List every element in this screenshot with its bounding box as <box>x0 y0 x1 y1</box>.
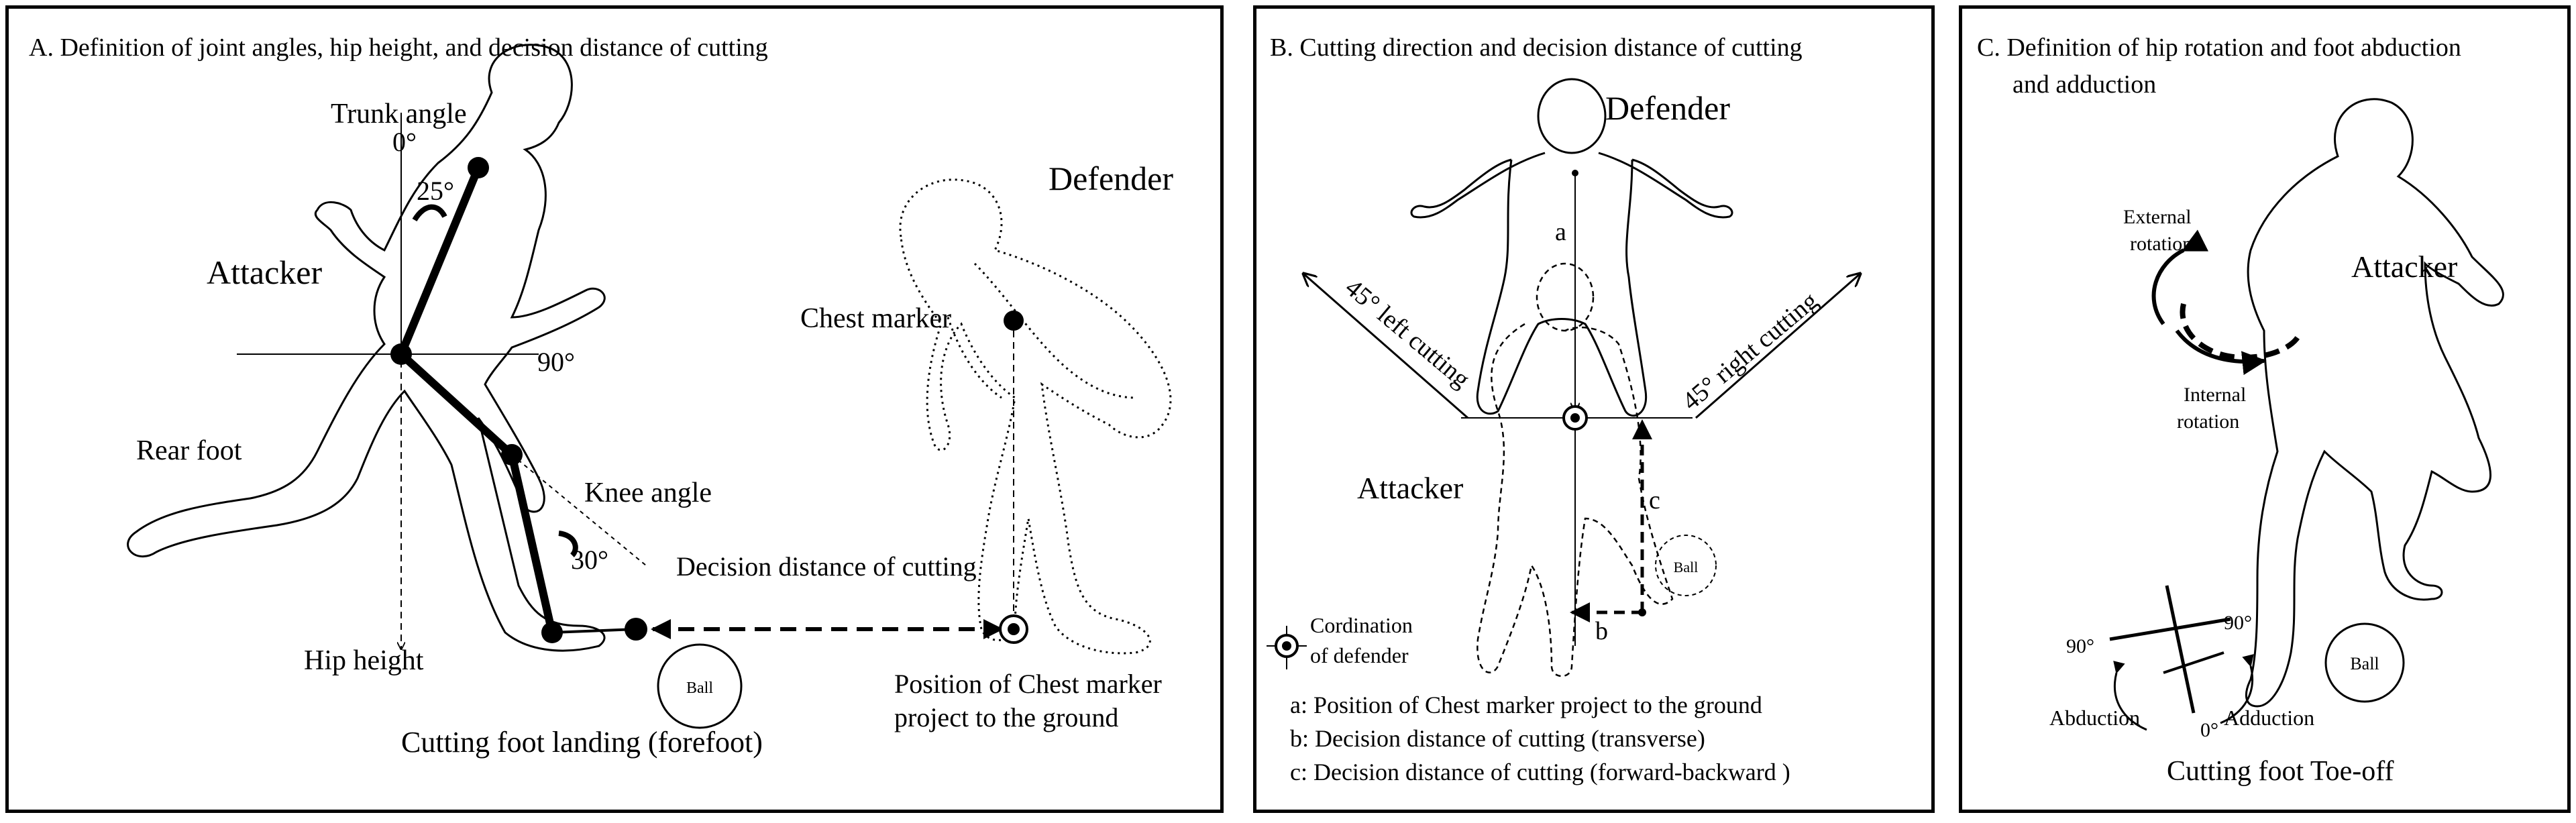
internal-rotation-arrow <box>2175 329 2267 376</box>
external-rotation-label-line1: External <box>2123 206 2192 228</box>
abduction-arrow <box>2113 661 2147 731</box>
left-cutting-label: 45° left cutting <box>1340 274 1475 394</box>
defender-top-silhouette <box>1410 78 1733 417</box>
foot-sole-line <box>2163 651 2224 674</box>
decision-distance-label: Decision distance of cutting <box>676 551 977 582</box>
chest-marker-label: Chest marker <box>800 303 951 334</box>
defender-silhouette <box>899 178 1172 655</box>
thigh-segment <box>397 350 516 459</box>
abduction-label: Abduction <box>2049 706 2140 730</box>
abduction-90-deg-label: 90° <box>2066 635 2094 657</box>
ankle-marker <box>541 622 563 643</box>
ball-icon <box>2324 622 2405 703</box>
panel-c-figure: C. Definition of hip rotation and foot a… <box>1977 34 2504 787</box>
external-rotation-arrow <box>2151 229 2209 325</box>
defender-label: Defender <box>1605 89 1730 127</box>
legend-c: c: Decision distance of cutting (forward… <box>1290 759 1790 785</box>
ball-label: Ball <box>686 679 713 697</box>
right-cutting-arrow <box>1695 274 1860 419</box>
attacker-silhouette <box>2245 98 2504 708</box>
toe-marker <box>625 618 647 641</box>
knee-angle-label: Knee angle <box>584 478 712 508</box>
right-cutting-label: 45° right cutting <box>1677 286 1823 416</box>
external-rotation-label-line2: rotation <box>2130 233 2192 255</box>
ball-label: Ball <box>1674 559 1699 575</box>
a-label: a <box>1555 218 1566 246</box>
foot-long-axis-line <box>2165 585 2196 714</box>
c-label: c <box>1649 486 1660 514</box>
defender-label: Defender <box>1049 160 1173 197</box>
knee-angle-arc <box>558 531 578 557</box>
panel-c-title-line2: and adduction <box>2012 70 2156 99</box>
attacker-silhouette <box>127 44 606 652</box>
ninety-deg-label: 90° <box>537 347 575 377</box>
internal-rotation-label-line2: rotation <box>2177 410 2239 433</box>
cutting-foot-landing-label: Cutting foot landing (forefoot) <box>401 726 763 759</box>
ball-icon <box>657 643 743 729</box>
foot-baseline-line <box>2109 617 2231 641</box>
chest-ground-position-dot <box>1008 623 1020 635</box>
cutting-foot-toeoff-label: Cutting foot Toe-off <box>2167 756 2394 787</box>
trunk-angle-arc <box>412 204 447 222</box>
adduction-label: Adduction <box>2224 706 2314 730</box>
adduction-arrow <box>2220 654 2254 724</box>
knee-reference-line <box>511 454 647 566</box>
attacker-label: Attacker <box>207 254 322 291</box>
chest-marker-dot <box>1572 170 1578 176</box>
chest-position-label-line1: Position of Chest marker <box>894 669 1162 699</box>
trunk-segment <box>397 164 482 358</box>
panel-a-title: A. Definition of joint angles, hip heigh… <box>29 34 768 62</box>
knee-marker <box>501 444 523 465</box>
trunk-25-deg-label: 25° <box>417 176 454 206</box>
knee-30-deg-label: 30° <box>571 545 608 575</box>
hip-marker <box>390 343 412 365</box>
shank-segment <box>508 451 556 637</box>
chest-marker-dot <box>1004 311 1024 331</box>
panel-b-title: B. Cutting direction and decision distan… <box>1270 34 1803 62</box>
panel-a: A. Definition of joint angles, hip heigh… <box>5 5 1224 813</box>
chest-ground-position-dot <box>1570 413 1580 423</box>
cordination-label-line1: Cordination <box>1310 613 1413 637</box>
rear-foot-label: Rear foot <box>136 435 242 466</box>
b-label: b <box>1595 617 1608 645</box>
ball-icon <box>1655 535 1717 596</box>
foot-segment <box>551 628 637 634</box>
panel-b-figure: B. Cutting direction and decision distan… <box>1267 34 1931 785</box>
left-cutting-arrow <box>1303 274 1468 419</box>
body-segments <box>390 157 647 643</box>
panel-c: C. Definition of hip rotation and foot a… <box>1959 5 2571 813</box>
trunk-angle-label: Trunk angle <box>331 99 467 129</box>
attacker-foot-dot <box>1638 608 1646 616</box>
panel-c-title-line1: C. Definition of hip rotation and foot a… <box>1977 34 2461 62</box>
adduction-90-deg-label: 90° <box>2224 612 2252 634</box>
zero-deg-label: 0° <box>392 127 417 157</box>
zero-deg-label: 0° <box>2200 719 2218 741</box>
internal-rotation-label-line1: Internal <box>2184 384 2246 406</box>
legend-b: b: Decision distance of cutting (transve… <box>1290 725 1705 752</box>
legend-a: a: Position of Chest marker project to t… <box>1290 692 1762 718</box>
chest-position-label-line2: project to the ground <box>894 702 1118 732</box>
attacker-label: Attacker <box>2351 250 2457 284</box>
panel-b: B. Cutting direction and decision distan… <box>1253 5 1935 813</box>
hip-height-label: Hip height <box>304 645 424 676</box>
shoulder-marker <box>468 157 489 178</box>
panel-a-figure: A. Definition of joint angles, hip heigh… <box>29 34 1173 759</box>
attacker-label: Attacker <box>1357 471 1463 505</box>
ball-label: Ball <box>2350 654 2379 673</box>
cordination-label-line2: of defender <box>1310 643 1409 667</box>
coordinate-symbol <box>1267 626 1307 669</box>
